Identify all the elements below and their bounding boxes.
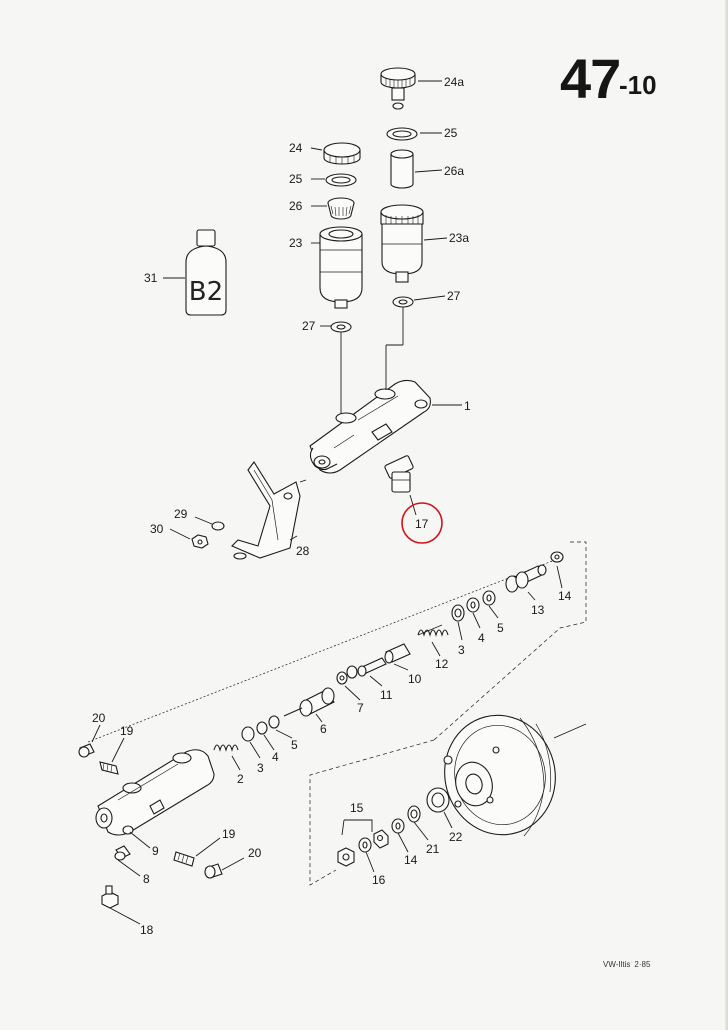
label-3b: 3 [257, 761, 264, 775]
reservoir-23[interactable] [319, 226, 363, 309]
spring-12[interactable] [417, 624, 449, 637]
master-cylinder-1[interactable] [309, 379, 431, 474]
fitting-18[interactable] [101, 885, 119, 909]
label-18: 18 [140, 923, 154, 937]
label-21: 21 [426, 842, 440, 856]
label-4: 4 [478, 631, 485, 645]
label-2: 2 [237, 772, 244, 786]
label-9: 9 [152, 844, 159, 858]
rod-11[interactable] [357, 657, 387, 677]
label-7: 7 [357, 701, 364, 715]
bleeder-19-upper[interactable] [99, 761, 119, 775]
grommet-27-right[interactable] [392, 296, 414, 308]
label-15: 15 [350, 801, 364, 815]
washer-14b[interactable] [391, 818, 405, 834]
nuts-15[interactable] [337, 829, 389, 867]
plug-20-lower[interactable] [204, 863, 223, 879]
cap-24a[interactable] [380, 67, 416, 110]
label-3: 3 [458, 643, 465, 657]
brake-booster[interactable] [431, 703, 587, 847]
label-19-lower: 19 [222, 827, 236, 841]
plug-20-upper[interactable] [78, 743, 95, 758]
brake-fluid-bottle-31[interactable]: B2 [185, 229, 227, 316]
grommet-27-left[interactable] [330, 321, 352, 333]
label-1: 1 [464, 399, 471, 413]
label-23: 23 [289, 236, 303, 250]
label-30: 30 [150, 522, 164, 536]
label-27-left: 27 [302, 319, 316, 333]
bottle-label: B2 [189, 277, 223, 307]
label-13: 13 [531, 603, 545, 617]
pressure-switch-17[interactable] [384, 455, 414, 493]
label-11: 11 [380, 688, 393, 702]
footer-model: VW-Iltis [603, 960, 631, 969]
label-14: 14 [558, 589, 572, 603]
sleeve-26a[interactable] [390, 149, 414, 189]
bracket-28[interactable] [231, 461, 301, 560]
label-10: 10 [408, 672, 422, 686]
washer-4[interactable] [466, 597, 480, 613]
piston-13[interactable] [505, 564, 547, 593]
label-26: 26 [289, 199, 303, 213]
seal-5b[interactable] [268, 715, 280, 729]
label-27-right: 27 [447, 289, 461, 303]
label-20-upper: 20 [92, 711, 106, 725]
seal-22[interactable] [426, 787, 450, 813]
label-25: 25 [289, 172, 303, 186]
label-17: 17 [415, 517, 429, 531]
label-5: 5 [497, 621, 504, 635]
spring-2[interactable] [213, 744, 239, 752]
label-5b: 5 [291, 738, 298, 752]
label-26a: 26a [444, 164, 464, 178]
fitting-8[interactable] [114, 845, 131, 861]
master-cylinder-lower[interactable] [95, 749, 215, 836]
label-31: 31 [144, 271, 158, 285]
label-24a: 24a [444, 75, 464, 89]
nut-21[interactable] [407, 805, 421, 823]
seal-ring-25-left[interactable] [325, 173, 357, 187]
seal-ring-25-upper[interactable] [386, 127, 418, 141]
label-22: 22 [449, 830, 463, 844]
page-suffix: -10 [619, 70, 657, 100]
reservoir-23a[interactable] [380, 204, 424, 283]
label-23a: 23a [449, 231, 469, 245]
label-29: 29 [174, 507, 188, 521]
washer-4b[interactable] [256, 721, 268, 735]
washer-29[interactable] [211, 521, 225, 531]
cup-3[interactable] [451, 604, 465, 622]
label-24: 24 [289, 141, 303, 155]
footer-date: 2·85 [634, 960, 651, 969]
piston-10[interactable] [384, 643, 411, 664]
label-4b: 4 [272, 750, 279, 764]
cap-24[interactable] [323, 142, 361, 165]
highlight-circle-17[interactable] [401, 502, 443, 544]
label-25-upper: 25 [444, 126, 458, 140]
seal-5[interactable] [482, 590, 496, 606]
seals-7[interactable] [336, 665, 358, 685]
pushrod-14[interactable] [550, 551, 564, 563]
label-8: 8 [143, 872, 150, 886]
piston-6[interactable] [283, 687, 335, 717]
bleeder-19-lower[interactable] [173, 851, 195, 867]
label-12: 12 [435, 657, 449, 671]
washer-16[interactable] [358, 837, 372, 853]
label-28: 28 [296, 544, 310, 558]
page-number: 47 [560, 47, 621, 110]
label-20-lower: 20 [248, 846, 262, 860]
label-14b: 14 [404, 853, 418, 867]
label-19-upper: 19 [120, 724, 134, 738]
cup-3b[interactable] [241, 726, 255, 742]
nut-30[interactable] [191, 534, 209, 549]
label-16: 16 [372, 873, 386, 887]
label-6: 6 [320, 722, 327, 736]
strainer-26[interactable] [327, 197, 355, 220]
